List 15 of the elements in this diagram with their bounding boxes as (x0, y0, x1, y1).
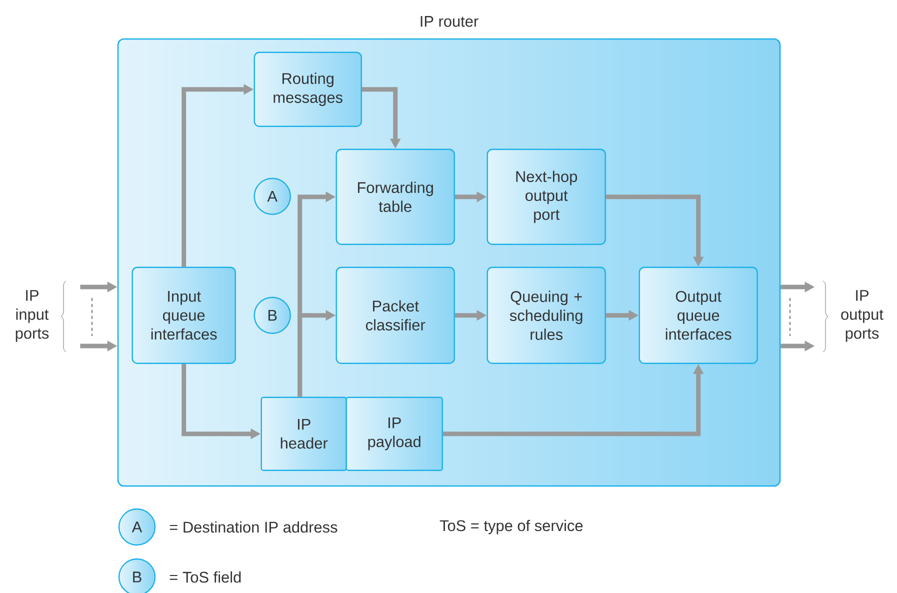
packet-field-box: IP header (260, 396, 347, 471)
process-box: Forwarding table (336, 148, 455, 245)
node-label: IP router (420, 16, 478, 27)
process-box: Next-hop output port (486, 148, 606, 245)
port-label: IP input ports (16, 290, 49, 342)
packet-field-box: IP payload (346, 396, 443, 471)
legend-text: = ToS field (170, 571, 241, 583)
note-text: ToS = type of service (440, 520, 583, 534)
port-label: IP output ports (841, 290, 884, 342)
legend-text: = Destination IP address (170, 521, 338, 533)
process-box: Routing messages (254, 52, 362, 127)
process-box: Packet classifier (336, 266, 455, 364)
process-box: Output queue interfaces (638, 266, 758, 364)
process-box: Input queue interfaces (132, 266, 236, 364)
process-box: Queuing + scheduling rules (486, 266, 606, 364)
